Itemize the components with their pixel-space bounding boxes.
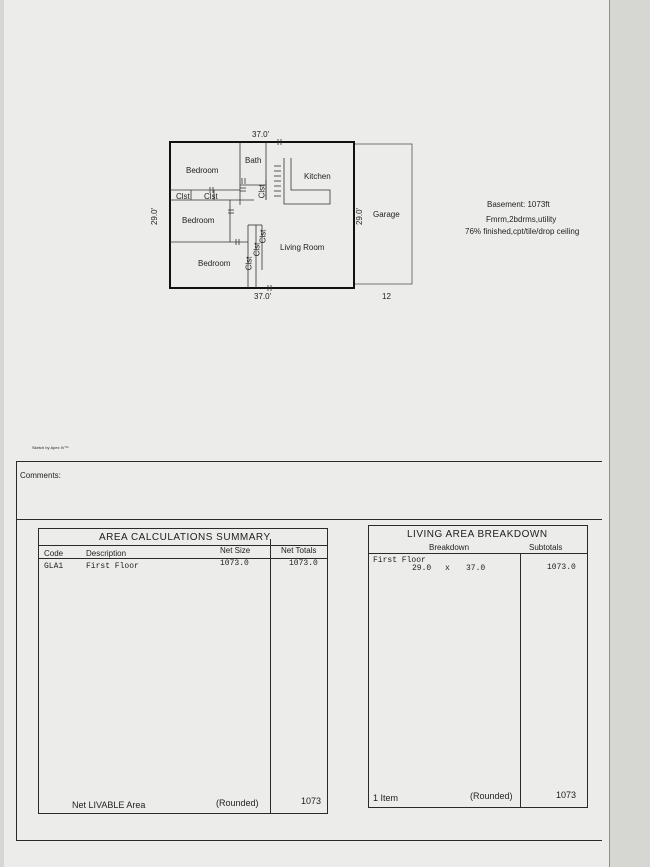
lower-frame-bottom: [16, 840, 602, 841]
breakdown-row-times: x: [445, 564, 450, 573]
living-breakdown-header-breakdown: Breakdown: [429, 543, 470, 552]
room-closet-vertical: Clst: [257, 184, 267, 199]
room-bedroom-mid: Bedroom: [182, 216, 215, 225]
breakdown-item-count: 1 Item: [373, 793, 399, 803]
row-net-total: 1073.0: [289, 559, 318, 568]
area-summary-header-net-size: Net Size: [220, 546, 251, 555]
comments-label: Comments:: [20, 471, 61, 480]
net-livable-label: Net LIVABLE Area: [72, 800, 146, 810]
dim-left: 29.0': [150, 207, 160, 226]
living-breakdown-header-subtotals: Subtotals: [529, 543, 563, 552]
living-breakdown-table: LIVING AREA BREAKDOWN Breakdown Subtotal…: [368, 525, 588, 808]
room-closet-bottom-c: Clst: [258, 229, 268, 244]
dim-top: 37.0': [252, 130, 270, 139]
sketch-credit: Sketch by Apex IV™: [32, 445, 69, 450]
area-summary-header-description: Description: [86, 549, 127, 558]
area-summary-title-rule: [39, 545, 327, 546]
breakdown-row-dim-b: 37.0: [466, 564, 486, 573]
comments-border: [16, 461, 17, 520]
divider-bottom: [16, 519, 602, 520]
room-closet-a: Clst: [176, 192, 190, 201]
room-closet-bottom-b: Clst: [252, 242, 262, 257]
breakdown-row-subtotal: 1073.0: [547, 563, 576, 572]
basement-note-1: Basement: 1073ft: [487, 200, 550, 209]
net-livable-rounded: (Rounded): [216, 798, 259, 808]
breakdown-rounded: (Rounded): [470, 791, 513, 801]
room-closet-bottom-a: Clst: [244, 256, 254, 271]
document-sheet: 37.0' 37.0' 29.0' 29.0' 12 Bedroom Bath …: [4, 0, 610, 867]
breakdown-row-label: First Floor: [373, 556, 426, 565]
room-bedroom-bottom: Bedroom: [198, 259, 231, 268]
area-summary-column-rule: [270, 539, 271, 813]
living-breakdown-column-rule: [520, 553, 521, 807]
room-garage: Garage: [373, 210, 400, 219]
room-kitchen: Kitchen: [304, 172, 331, 181]
area-summary-title: AREA CALCULATIONS SUMMARY: [99, 532, 271, 543]
room-closet-b: Clst: [204, 192, 218, 201]
living-breakdown-header-rule: [369, 553, 587, 554]
lower-frame-left: [16, 519, 17, 841]
area-summary-header-code: Code: [44, 549, 64, 558]
breakdown-total: 1073: [556, 790, 577, 800]
dim-garage-bottom: 12: [382, 292, 391, 301]
basement-note-2: Fmrm,2bdrms,utility: [486, 215, 557, 224]
net-livable-total: 1073: [301, 796, 322, 806]
breakdown-row-dim-a: 29.0: [412, 564, 432, 573]
divider-top: [16, 461, 602, 462]
room-bath: Bath: [245, 156, 262, 165]
dim-bottom: 37.0': [254, 292, 272, 301]
row-code: GLA1: [44, 562, 64, 571]
dim-garage-side: 29.0': [355, 207, 365, 226]
row-net-size: 1073.0: [220, 559, 249, 568]
room-living-room: Living Room: [280, 243, 325, 252]
floor-plan-drawing: [169, 139, 413, 291]
basement-note-3: 76% finished,cpt/tile/drop ceiling: [465, 227, 580, 236]
area-summary-header-rule: [39, 558, 327, 559]
room-bedroom-top: Bedroom: [186, 166, 219, 175]
row-description: First Floor: [86, 562, 139, 571]
area-summary-table: AREA CALCULATIONS SUMMARY Code Descripti…: [38, 528, 328, 814]
living-breakdown-title: LIVING AREA BREAKDOWN: [407, 529, 548, 540]
area-summary-header-net-totals: Net Totals: [281, 546, 317, 555]
